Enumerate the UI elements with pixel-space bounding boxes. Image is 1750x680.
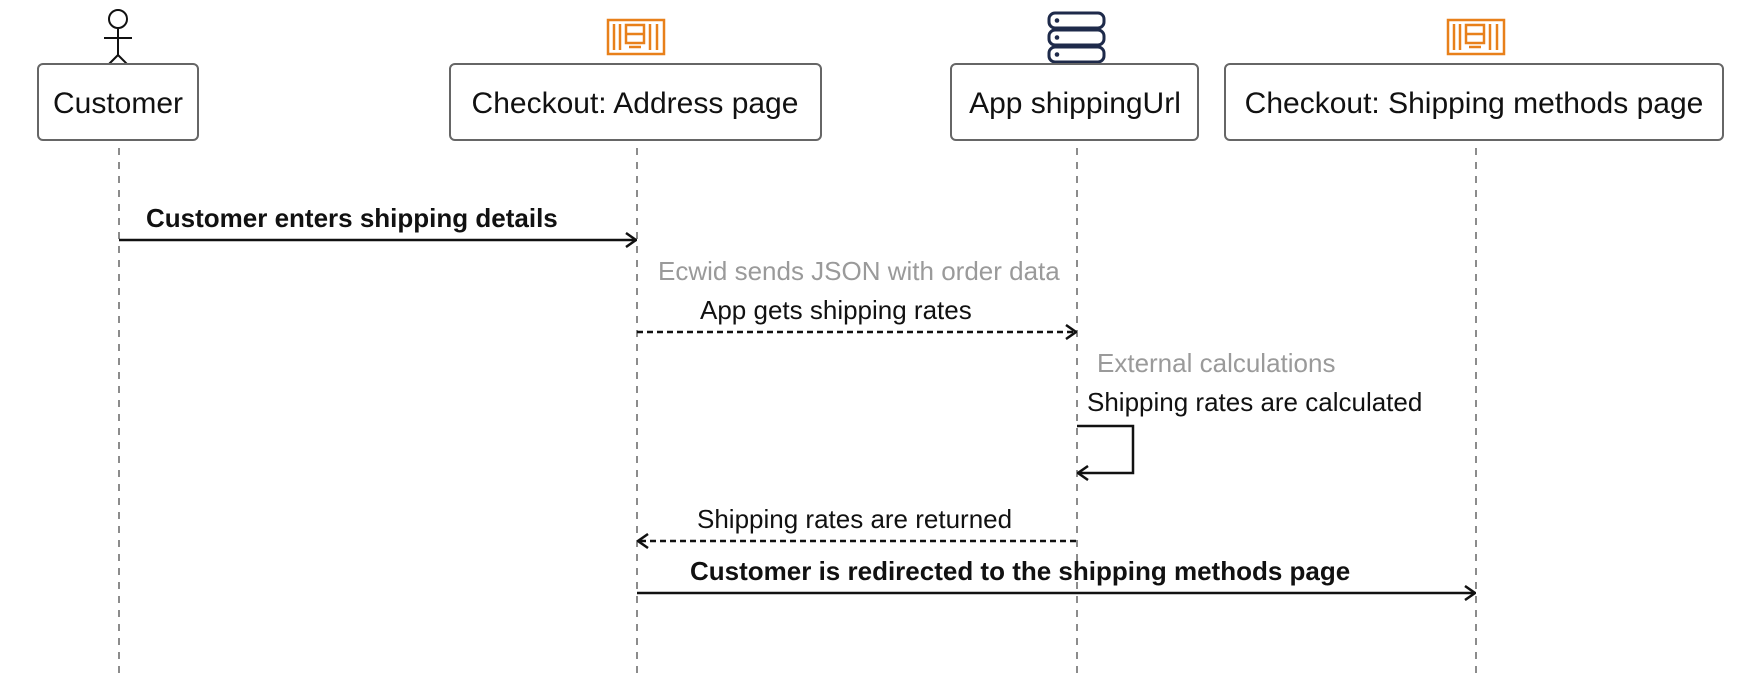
- participant-label: Checkout: Shipping methods page: [1245, 87, 1704, 120]
- participant-label: Checkout: Address page: [472, 87, 799, 120]
- message-customer-redirected: Customer is redirected to the shipping m…: [637, 556, 1475, 593]
- message-rates-returned: Shipping rates are returned: [638, 504, 1076, 541]
- note-external-calculations: External calculations: [1097, 348, 1335, 378]
- participant-customer: Customer: [37, 63, 199, 141]
- message-label: Shipping rates are returned: [697, 504, 1012, 534]
- participant-label: App shippingUrl: [969, 87, 1181, 120]
- note-ecwid-sends-json: Ecwid sends JSON with order data: [658, 256, 1060, 286]
- web-page-icon: [606, 18, 666, 56]
- participant-methods-page: Checkout: Shipping methods page: [1224, 63, 1724, 141]
- participant-address-page: Checkout: Address page: [449, 63, 822, 141]
- message-rates-calculated: Shipping rates are calculated: [1077, 387, 1422, 473]
- message-app-gets-rates: App gets shipping rates: [637, 295, 1076, 332]
- server-icon: [1047, 11, 1106, 64]
- actor-icon: [104, 9, 132, 68]
- web-page-icon: [1446, 18, 1506, 56]
- message-label: Shipping rates are calculated: [1087, 387, 1422, 417]
- participant-label: Customer: [53, 87, 183, 120]
- self-message-arrow: [1077, 424, 1135, 473]
- participant-app: App shippingUrl: [950, 63, 1199, 141]
- message-customer-enters-details: Customer enters shipping details: [119, 203, 636, 240]
- message-label: App gets shipping rates: [700, 295, 972, 325]
- message-label: Customer is redirected to the shipping m…: [690, 556, 1350, 586]
- message-label: Customer enters shipping details: [146, 203, 558, 233]
